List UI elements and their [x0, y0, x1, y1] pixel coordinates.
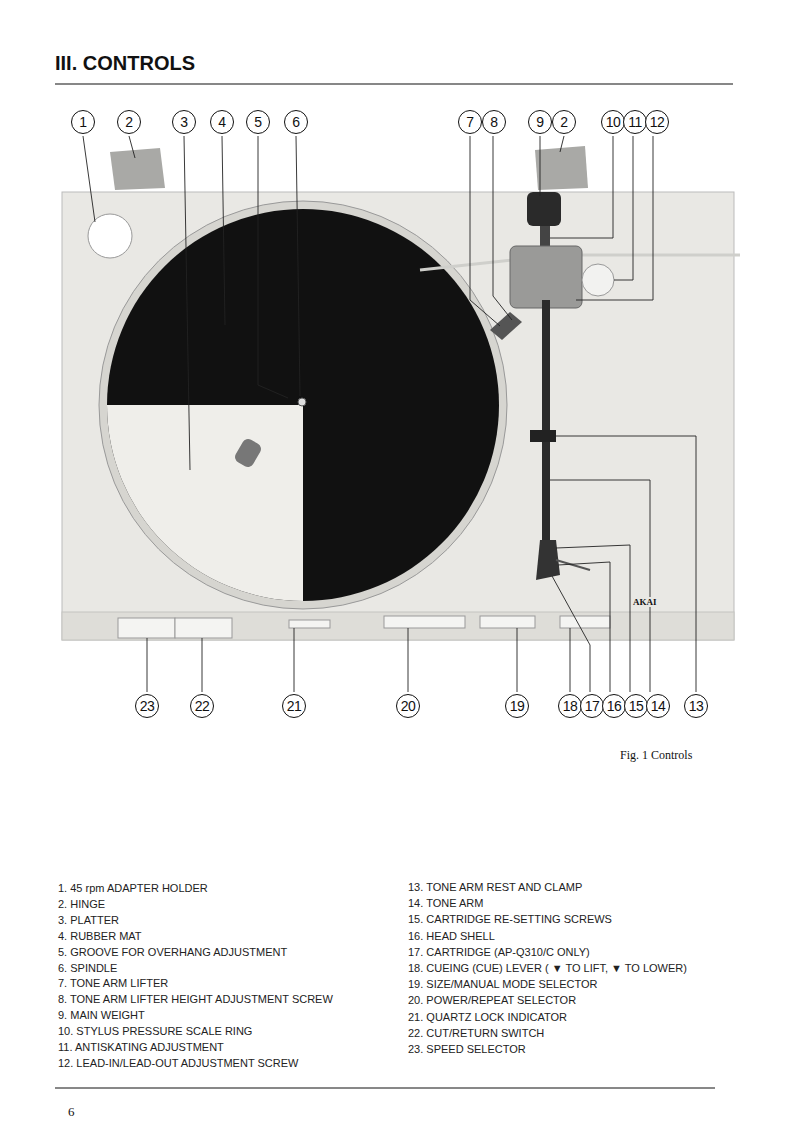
callout-number: 23 — [135, 694, 159, 718]
cue-lifter — [490, 312, 522, 340]
callout-text: 14 — [651, 699, 666, 713]
legend-item: 12. LEAD-IN/LEAD-OUT ADJUSTMENT SCREW — [58, 1057, 298, 1069]
hinge — [110, 148, 165, 190]
hinge — [535, 146, 588, 190]
callout-text: 15 — [629, 699, 644, 713]
callout-number: 1 — [71, 110, 95, 134]
callout-text: 17 — [585, 699, 600, 713]
callout-number: 4 — [210, 110, 234, 134]
legend-item: 16. HEAD SHELL — [408, 930, 495, 942]
legend-item: 7. TONE ARM LIFTER — [58, 977, 168, 989]
legend-item: 11. ANTISKATING ADJUSTMENT — [58, 1041, 224, 1053]
quartz-indicator — [289, 620, 330, 628]
page-title: III. CONTROLS — [55, 52, 195, 75]
callout-number: 9 — [528, 110, 552, 134]
power-selector — [384, 616, 465, 628]
platter — [99, 201, 507, 609]
legend-item: 8. TONE ARM LIFTER HEIGHT ADJUSTMENT SCR… — [58, 993, 333, 1005]
callout-number: 21 — [282, 694, 306, 718]
callout-text: 9 — [536, 115, 543, 129]
brand-mark: AKAI — [632, 597, 658, 607]
callout-text: 22 — [195, 699, 210, 713]
speed-selector — [118, 618, 175, 638]
callout-number: 3 — [172, 110, 196, 134]
callout-text: 3 — [180, 115, 187, 129]
strobe-slot — [233, 437, 263, 470]
callout-number: 2 — [552, 110, 576, 134]
leader-lines — [83, 136, 696, 692]
spindle — [298, 398, 306, 406]
callout-number: 19 — [505, 694, 529, 718]
callout-text: 5 — [254, 115, 261, 129]
tone-arm — [542, 300, 550, 540]
callout-number: 6 — [284, 110, 308, 134]
callout-number: 8 — [482, 110, 506, 134]
callout-text: 16 — [607, 699, 622, 713]
callout-number: 7 — [458, 110, 482, 134]
callout-number: 15 — [624, 694, 648, 718]
callout-number: 11 — [623, 110, 647, 134]
arm-base — [510, 246, 582, 308]
mat-light-quadrant — [107, 405, 303, 601]
legend-item: 18. CUEING (CUE) LEVER ( ▼ TO LIFT, ▼ TO… — [408, 962, 687, 974]
callout-number: 12 — [645, 110, 669, 134]
callout-text: 23 — [140, 699, 155, 713]
front-panel — [62, 612, 734, 640]
callout-number: 13 — [684, 694, 708, 718]
callout-text: 1 — [79, 115, 86, 129]
figure-caption: Fig. 1 Controls — [620, 748, 692, 763]
arm-stub — [540, 226, 550, 246]
legend-item: 23. SPEED SELECTOR — [408, 1043, 526, 1055]
legend-item: 5. GROOVE FOR OVERHANG ADJUSTMENT — [58, 946, 287, 958]
callout-text: 20 — [401, 699, 416, 713]
size-selector — [480, 616, 535, 628]
main-weight — [527, 192, 561, 226]
callout-number: 10 — [601, 110, 625, 134]
callout-text: 7 — [466, 115, 473, 129]
callout-number: 22 — [190, 694, 214, 718]
callout-number: 20 — [396, 694, 420, 718]
rule — [55, 83, 733, 84]
page-number: 6 — [68, 1104, 75, 1120]
legend-item: 14. TONE ARM — [408, 897, 483, 909]
callout-text: 4 — [218, 115, 225, 129]
callout-number: 17 — [580, 694, 604, 718]
rule — [55, 1088, 715, 1089]
legend-item: 15. CARTRIDGE RE-SETTING SCREWS — [408, 913, 612, 925]
callout-text: 2 — [560, 115, 567, 129]
legend-item: 6. SPINDLE — [58, 962, 117, 974]
callout-text: 12 — [650, 115, 665, 129]
legend-item: 9. MAIN WEIGHT — [58, 1009, 145, 1021]
legend-item: 19. SIZE/MANUAL MODE SELECTOR — [408, 978, 598, 990]
legend-item: 20. POWER/REPEAT SELECTOR — [408, 994, 576, 1006]
callout-text: 21 — [287, 699, 302, 713]
cue-lever — [560, 616, 610, 628]
antiskating-dial — [582, 264, 614, 296]
legend-item: 21. QUARTZ LOCK INDICATOR — [408, 1011, 567, 1023]
callout-number: 2 — [117, 110, 141, 134]
legend-item: 2. HINGE — [58, 898, 105, 910]
callout-text: 8 — [490, 115, 497, 129]
legend-item: 3. PLATTER — [58, 914, 119, 926]
callout-text: 11 — [628, 115, 642, 129]
arm-rest — [530, 430, 556, 442]
callout-text: 6 — [292, 115, 299, 129]
callout-text: 2 — [125, 115, 132, 129]
cut-return-switch — [175, 618, 232, 638]
legend-item: 17. CARTRIDGE (AP-Q310/C ONLY) — [408, 946, 590, 958]
callout-number: 16 — [602, 694, 626, 718]
legend-item: 13. TONE ARM REST AND CLAMP — [408, 881, 582, 893]
legend-item: 22. CUT/RETURN SWITCH — [408, 1027, 544, 1039]
callout-number: 14 — [646, 694, 670, 718]
callout-text: 18 — [563, 699, 578, 713]
callout-number: 18 — [558, 694, 582, 718]
callout-number: 5 — [246, 110, 270, 134]
callout-text: 10 — [606, 115, 621, 129]
callout-text: 13 — [689, 699, 704, 713]
legend-item: 10. STYLUS PRESSURE SCALE RING — [58, 1025, 252, 1037]
legend-item: 4. RUBBER MAT — [58, 930, 142, 942]
legend-item: 1. 45 rpm ADAPTER HOLDER — [58, 882, 208, 894]
callout-text: 19 — [510, 699, 525, 713]
